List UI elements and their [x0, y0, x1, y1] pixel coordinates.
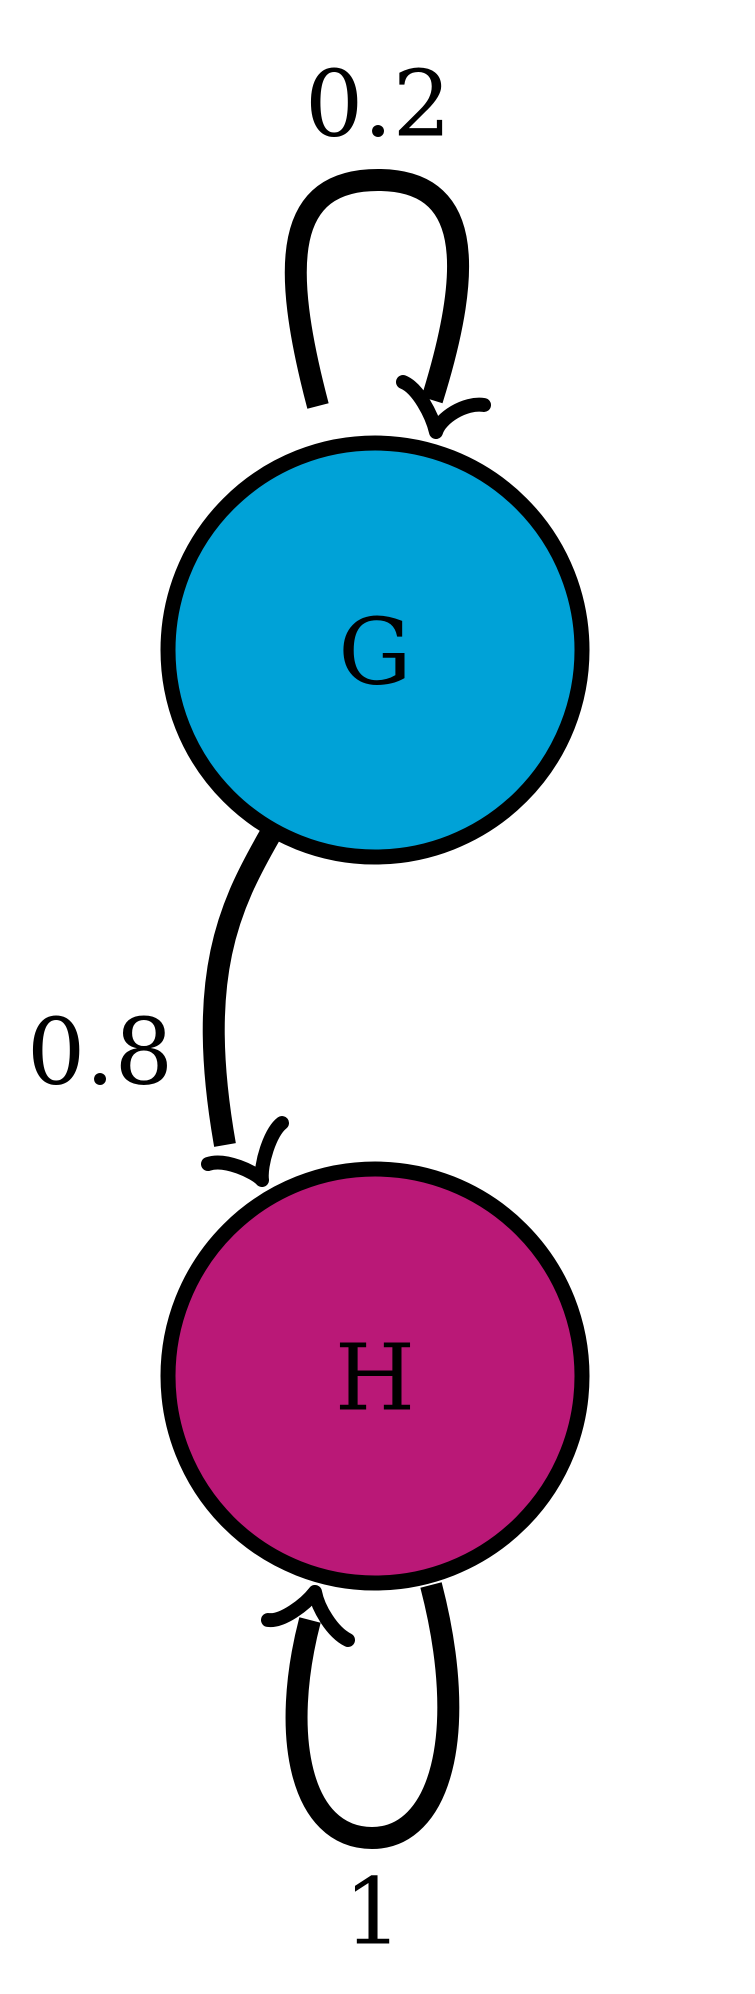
edge-g-to-h-label: 0.8 [27, 999, 173, 1106]
edge-g-to-g-line [284, 168, 470, 409]
edge-h-to-h-arrowhead [261, 1585, 355, 1647]
node-h-circle [160, 1161, 590, 1591]
edge-h-to-h: 1 [261, 1582, 460, 1966]
edge-g-to-g: 0.2 [284, 51, 491, 439]
node-g: G [160, 435, 590, 865]
edge-g-to-h-line [202, 829, 280, 1147]
edge-g-to-g-arrowhead [396, 375, 491, 439]
edge-g-to-h-arrowhead [201, 1116, 289, 1187]
edge-g-to-h: 0.8 [27, 829, 289, 1187]
node-g-label: G [338, 599, 412, 706]
node-g-circle [160, 435, 590, 865]
node-h-label: H [335, 1325, 415, 1432]
edge-h-to-h-label: 1 [344, 1859, 403, 1966]
edge-h-to-h-line [285, 1582, 460, 1850]
node-h: H [160, 1161, 590, 1591]
edge-g-to-g-label: 0.2 [305, 51, 451, 158]
